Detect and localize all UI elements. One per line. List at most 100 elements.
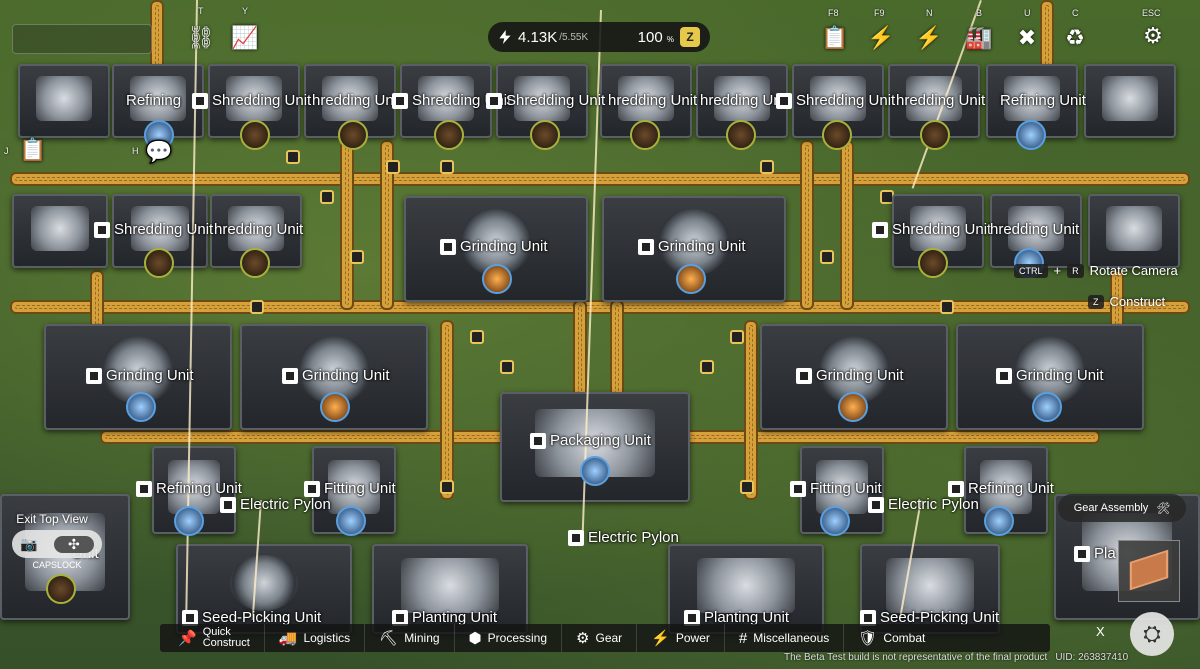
seed-picker-icon	[860, 609, 876, 626]
belt-node	[350, 250, 364, 264]
menu-combat[interactable]: 🛡 Combat	[844, 624, 939, 652]
tech-tree-icon[interactable]: ⛓	[187, 25, 215, 50]
material-icon	[530, 120, 560, 150]
machine[interactable]	[176, 544, 352, 634]
construct-hint: Z Construct	[1088, 294, 1165, 309]
menu-power[interactable]: ⚡ Power	[637, 624, 725, 652]
gear-icon: ⚙	[576, 630, 590, 647]
machine-label: hredding Unit	[214, 221, 304, 238]
material-icon	[820, 506, 850, 536]
recycle-icon[interactable]: ♻	[1065, 25, 1085, 50]
stats-chart-icon[interactable]: 📈	[231, 25, 259, 50]
machine-label: Refining Unit	[136, 480, 242, 497]
machine-label: Electric Pylon	[568, 529, 679, 546]
exit-top-view[interactable]: Exit Top View 📷 ✣ CAPSLOCK	[0, 512, 104, 570]
view-toggle[interactable]: 📷 ✣	[12, 530, 102, 558]
machine-label: Pla	[1074, 545, 1116, 562]
key-hint-b: B	[976, 8, 983, 18]
machine-label: Packaging Unit	[530, 432, 651, 449]
menu-gear[interactable]: ⚙ Gear	[562, 624, 638, 652]
miscellaneous-label: Miscellaneous	[753, 631, 830, 645]
dismantle-icon[interactable]: ✖	[1017, 25, 1037, 50]
material-icon	[46, 574, 76, 604]
pylon-icon	[568, 529, 584, 546]
mining-icon: ⛏	[379, 630, 399, 647]
construct-label: Construct	[1109, 294, 1166, 309]
machine[interactable]	[12, 194, 108, 268]
capslock-key-hint: CAPSLOCK	[32, 560, 82, 570]
power-status-bar: 4.13K /5.55K 100 % Z	[488, 22, 710, 52]
close-menu-key[interactable]: X	[1096, 624, 1105, 639]
shredder-icon	[392, 92, 408, 109]
menu-processing[interactable]: ⬢ Processing	[455, 624, 563, 652]
clipboard-icon[interactable]: 📋	[821, 25, 849, 50]
shredder-icon	[94, 221, 110, 238]
menu-miscellaneous[interactable]: # Miscellaneous	[725, 624, 845, 652]
rotate-camera-hint: CTRL + R Rotate Camera	[1014, 263, 1178, 278]
conveyor-belt	[1040, 0, 1054, 80]
pylon-icon	[220, 496, 236, 513]
material-icon	[1016, 120, 1046, 150]
belt-node	[250, 300, 264, 314]
radial-menu-button[interactable]: ⛭	[1130, 612, 1174, 656]
packager-icon	[530, 432, 546, 449]
machine[interactable]	[1084, 64, 1176, 138]
menu-mining[interactable]: ⛏ Mining	[365, 624, 455, 652]
gear-assembly-icon: 🛠	[1156, 502, 1171, 515]
gear-assembly-button[interactable]: Gear Assembly 🛠	[1058, 494, 1186, 522]
grinder-icon	[638, 238, 654, 255]
material-icon	[838, 392, 868, 422]
mining-label: Mining	[404, 631, 440, 645]
menu-logistics[interactable]: 🚚 Logistics	[265, 624, 366, 652]
machine-label: Refining Unit	[948, 480, 1054, 497]
power-icon: ⚡	[651, 630, 670, 647]
machine-label: hredding Unit	[608, 92, 698, 109]
machine[interactable]	[888, 64, 980, 138]
mission-log-icon[interactable]: 📋	[19, 137, 47, 162]
conveyor-belt	[1110, 270, 1124, 330]
material-icon	[126, 392, 156, 422]
material-icon	[726, 120, 756, 150]
machine-label: Shredding Unit	[486, 92, 605, 109]
machine[interactable]	[860, 544, 1000, 634]
gear-label: Gear	[595, 631, 623, 645]
machine[interactable]	[18, 64, 110, 138]
machine[interactable]	[208, 64, 300, 138]
power-off-icon[interactable]: ⚡	[915, 25, 943, 50]
machine[interactable]	[986, 64, 1078, 138]
power-badge-icon[interactable]: Z	[680, 27, 700, 47]
machine-label: Seed-Picking Unit	[182, 609, 321, 626]
gear-item-preview[interactable]	[1118, 540, 1180, 602]
top-view-icon: ✣	[53, 535, 94, 553]
power-current: 4.13K	[518, 28, 558, 46]
left-panel-button[interactable]	[12, 24, 152, 54]
machine-label: Grinding Unit	[86, 367, 194, 384]
material-icon	[338, 120, 368, 150]
logistics-icon: 🚚	[278, 630, 298, 647]
grinder-icon	[796, 367, 812, 384]
pin-icon: 📌	[178, 629, 197, 647]
belt-node	[470, 330, 484, 344]
machine[interactable]	[496, 64, 588, 138]
material-icon	[822, 120, 852, 150]
material-icon	[1032, 392, 1062, 422]
machine-label: Electric Pylon	[220, 496, 331, 513]
power-percent: 100 %	[637, 28, 674, 46]
machine[interactable]	[668, 544, 824, 634]
shredder-icon	[776, 92, 792, 109]
blueprint-icon[interactable]: 🏭	[965, 25, 993, 50]
settings-gear-icon[interactable]: ⚙	[1143, 23, 1163, 48]
pylon-toggle-icon[interactable]: ⚡	[867, 25, 895, 50]
material-icon	[174, 506, 204, 536]
ctrl-key: CTRL	[1014, 263, 1048, 278]
machine[interactable]	[1088, 194, 1180, 268]
camera-icon: 📷	[20, 535, 38, 552]
conveyor-belt	[840, 140, 854, 310]
conveyor-belt	[573, 300, 587, 400]
power-max: /5.55K	[559, 31, 589, 43]
z-key: Z	[1088, 294, 1104, 309]
chat-icon[interactable]: 💬	[145, 139, 173, 164]
